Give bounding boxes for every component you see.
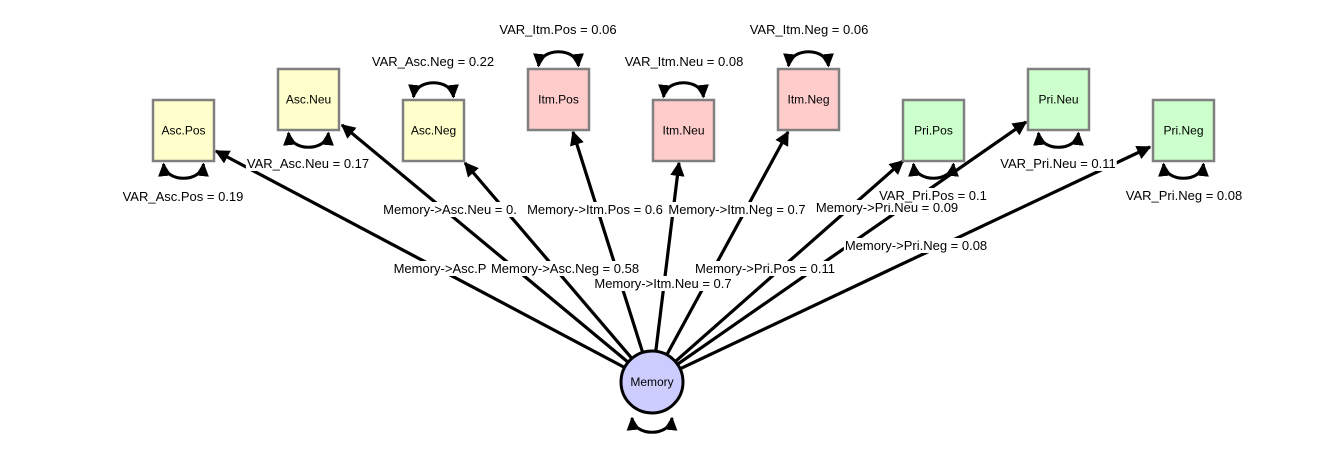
indicator-box-itm-neg xyxy=(776,67,841,132)
indicator-box-itm-neu xyxy=(651,98,716,163)
variance-label-itm-neg-text: VAR_Itm.Neg = 0.06 xyxy=(750,22,869,37)
variance-label-asc-neg-text: VAR_Asc.Neg = 0.22 xyxy=(372,54,494,69)
loading-arrow-asc-neg xyxy=(463,161,634,360)
loading-label-pri-neg-text: Memory->Pri.Neg = 0.08 xyxy=(845,238,987,253)
loading-label-pri-neu-bg xyxy=(814,200,960,215)
indicator-label-itm-neu: Itm.Neu xyxy=(662,124,704,138)
indicator-label-asc-neg: Asc.Neg xyxy=(411,124,456,138)
indicator-box-itm-pos xyxy=(526,67,591,132)
indicator-box-asc-neg xyxy=(401,98,466,163)
indicator-box-asc-pos xyxy=(151,98,216,163)
loading-label-itm-neu-text: Memory->Itm.Neu = 0.7 xyxy=(594,276,731,291)
loading-label-itm-neu: Memory->Itm.Neu = 0.7 xyxy=(593,276,733,291)
loading-label-asc-neg-text: Memory->Asc.Neg = 0.58 xyxy=(491,261,639,276)
variance-label-asc-neu: VAR_Asc.Neu = 0.17 xyxy=(245,156,371,171)
indicator-box-pri-pos xyxy=(901,98,966,163)
loading-arrow-asc-neu xyxy=(340,123,630,364)
loading-label-itm-neg: Memory->Itm.Neg = 0.7 xyxy=(667,202,807,217)
loading-arrow-itm-neu xyxy=(654,161,685,352)
variance-label-asc-pos: VAR_Asc.Pos = 0.19 xyxy=(121,189,245,204)
loading-label-itm-neg-bg xyxy=(667,202,807,217)
variance-label-itm-neg: VAR_Itm.Neg = 0.06 xyxy=(748,22,870,37)
variance-loop-asc-pos xyxy=(158,162,209,180)
variance-label-pri-neg-bg xyxy=(1124,188,1244,203)
loading-label-pri-pos-text: Memory->Pri.Pos = 0.11 xyxy=(695,261,835,276)
loading-arrow-pri-neg xyxy=(679,145,1152,371)
loading-label-pri-neu: Memory->Pri.Neu = 0.09 xyxy=(814,200,960,215)
loading-arrow-asc-pos xyxy=(214,149,626,369)
loading-label-asc-neu-bg xyxy=(382,202,518,217)
loading-label-pri-neu-text: Memory->Pri.Neu = 0.09 xyxy=(816,200,958,215)
loading-label-asc-neu: Memory->Asc.Neu = 0. xyxy=(382,202,518,217)
indicator-label-pri-neu: Pri.Neu xyxy=(1038,93,1078,107)
indicator-box-pri-neu xyxy=(1026,67,1091,132)
variance-loop-itm-pos xyxy=(533,50,584,68)
variance-label-itm-pos-text: VAR_Itm.Pos = 0.06 xyxy=(499,22,616,37)
variance-loop-pri-neg xyxy=(1158,162,1209,180)
variance-label-pri-neu-text: VAR_Pri.Neu = 0.11 xyxy=(1000,156,1116,171)
loading-label-pri-neg-bg xyxy=(843,238,989,253)
variance-label-asc-neg-bg xyxy=(370,54,496,69)
loading-label-asc-neu-text: Memory->Asc.Neu = 0. xyxy=(383,202,517,217)
indicator-label-pri-neg: Pri.Neg xyxy=(1163,124,1203,138)
variance-loop-memory xyxy=(626,416,678,434)
variance-loop-pri-neu xyxy=(1033,131,1084,149)
variance-label-itm-neu: VAR_Itm.Neu = 0.08 xyxy=(623,54,745,69)
loading-label-asc-neg-bg xyxy=(489,261,641,276)
variance-loop-itm-neu xyxy=(658,81,709,99)
indicator-box-pri-neg xyxy=(1151,98,1216,163)
variance-label-asc-neg: VAR_Asc.Neg = 0.22 xyxy=(370,54,496,69)
variance-label-itm-neu-text: VAR_Itm.Neu = 0.08 xyxy=(625,54,744,69)
loading-label-itm-pos-bg xyxy=(526,202,664,217)
loading-label-pri-pos-bg xyxy=(694,261,836,276)
variance-label-pri-neg: VAR_Pri.Neg = 0.08 xyxy=(1124,188,1244,203)
variance-label-asc-pos-text: VAR_Asc.Pos = 0.19 xyxy=(123,189,244,204)
indicator-label-itm-neg: Itm.Neg xyxy=(787,93,829,107)
variance-label-pri-neu: VAR_Pri.Neu = 0.11 xyxy=(999,156,1117,171)
loading-label-asc-pos: Memory->Asc.P⁠ xyxy=(392,261,488,276)
latent-node-memory xyxy=(619,349,685,415)
variance-label-asc-neu-bg xyxy=(245,156,371,171)
loading-arrow-itm-pos xyxy=(570,130,645,353)
loading-label-asc-pos-bg xyxy=(392,261,488,276)
variance-label-pri-neg-text: VAR_Pri.Neg = 0.08 xyxy=(1126,188,1242,203)
variance-label-pri-pos-bg xyxy=(878,188,988,203)
variance-loop-pri-pos xyxy=(908,162,959,180)
variance-label-pri-pos-text: VAR_Pri.Pos = 0.1 xyxy=(879,188,987,203)
variance-label-itm-pos: VAR_Itm.Pos = 0.06 xyxy=(498,22,618,37)
indicator-label-asc-pos: Asc.Pos xyxy=(161,124,205,138)
variance-label-itm-pos-bg xyxy=(498,22,618,37)
variance-label-pri-neu-bg xyxy=(999,156,1117,171)
variance-loop-asc-neg xyxy=(408,81,459,99)
variance-label-asc-pos-bg xyxy=(121,189,245,204)
variance-loop-asc-neu xyxy=(283,131,334,149)
loading-label-pri-pos: Memory->Pri.Pos = 0.11 xyxy=(694,261,836,276)
loading-label-itm-neg-text: Memory->Itm.Neg = 0.7 xyxy=(668,202,805,217)
variance-loop-itm-neg xyxy=(783,50,834,68)
loading-label-itm-neu-bg xyxy=(593,276,733,291)
indicator-label-itm-pos: Itm.Pos xyxy=(538,93,579,107)
variance-label-asc-neu-text: VAR_Asc.Neu = 0.17 xyxy=(247,156,369,171)
indicator-label-pri-pos: Pri.Pos xyxy=(914,124,953,138)
variance-label-itm-neg-bg xyxy=(748,22,870,37)
latent-label-memory: Memory xyxy=(630,375,673,389)
loading-label-itm-pos-text: Memory->Itm.Pos = 0.6 xyxy=(527,202,663,217)
loading-label-itm-pos: Memory->Itm.Pos = 0.6 xyxy=(526,202,664,217)
loading-label-asc-neg: Memory->Asc.Neg = 0.58 xyxy=(489,261,641,276)
variance-label-itm-neu-bg xyxy=(623,54,745,69)
loading-label-pri-neg: Memory->Pri.Neg = 0.08 xyxy=(843,238,989,253)
indicator-box-asc-neu xyxy=(276,67,341,132)
loading-label-asc-pos-text: Memory->Asc.P⁠ xyxy=(394,261,487,276)
variance-label-pri-pos: VAR_Pri.Pos = 0.1 xyxy=(878,188,988,203)
indicator-label-asc-neu: Asc.Neu xyxy=(286,93,331,107)
loading-arrow-itm-neg xyxy=(665,130,790,356)
